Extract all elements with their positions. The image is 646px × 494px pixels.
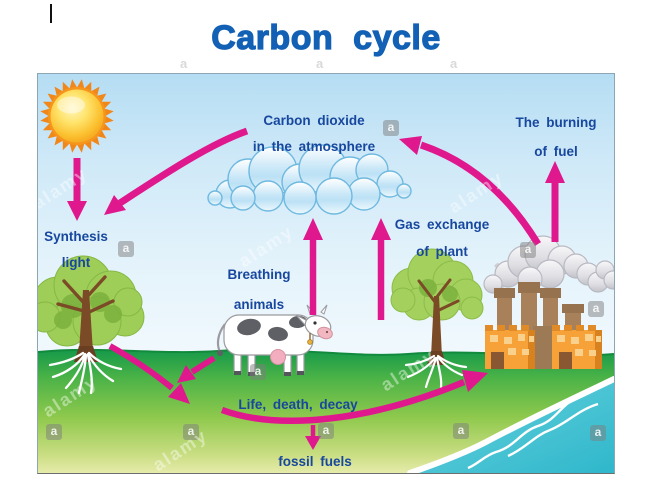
arrow-breathing-up [303,218,323,315]
tree-left-roots [48,351,123,395]
label-life-death-decay: Life, death, decay [238,397,358,412]
arrow-burning-up [545,161,565,242]
text-cursor-artifact [50,4,52,23]
label-carbon-dioxide: Carbon dioxide in the atmosphere [252,113,376,154]
page-title: Carbon cycle [211,18,441,57]
arrow-gas-exchange-up [371,218,391,320]
carbon-cycle-diagram: Carbon dioxide in the atmosphere Synthes… [37,73,615,474]
arrow-cow-to-decay [177,355,216,383]
factory-buildings [485,325,602,369]
arrow-tree-to-decay [108,343,190,404]
watermark-ghost-a: a [450,56,458,71]
cycle-arrows [67,127,565,450]
sea-shore [407,376,614,473]
factory-chimneys [494,282,584,334]
label-fossil-fuels: fossil fuels [278,454,352,469]
arrow-decay-to-fossil [305,425,321,450]
watermark-ghost-a: a [316,56,324,71]
sun-icon [40,79,114,153]
label-burning-of-fuel: The burning of fuel [515,115,597,159]
watermark-ghost-a: a [180,56,188,71]
label-gas-exchange: Gas exchange of plant [394,217,490,259]
cow [216,304,333,376]
tree-right-roots [404,354,468,389]
diagram-artwork [38,79,614,473]
atmosphere-cloud [207,144,412,215]
factory [483,235,614,369]
arrow-co2-to-plants [104,127,249,215]
label-breathing-animals: Breathing animals [227,267,291,312]
tree-left [38,255,145,395]
label-synthesis-light: Synthesis light [44,229,108,270]
arrow-decay-to-factory [220,370,488,424]
arrow-factory-to-co2 [399,136,541,246]
arrow-sun-to-synthesis [67,158,87,221]
tree-right [390,248,484,389]
cow-head [295,304,333,345]
